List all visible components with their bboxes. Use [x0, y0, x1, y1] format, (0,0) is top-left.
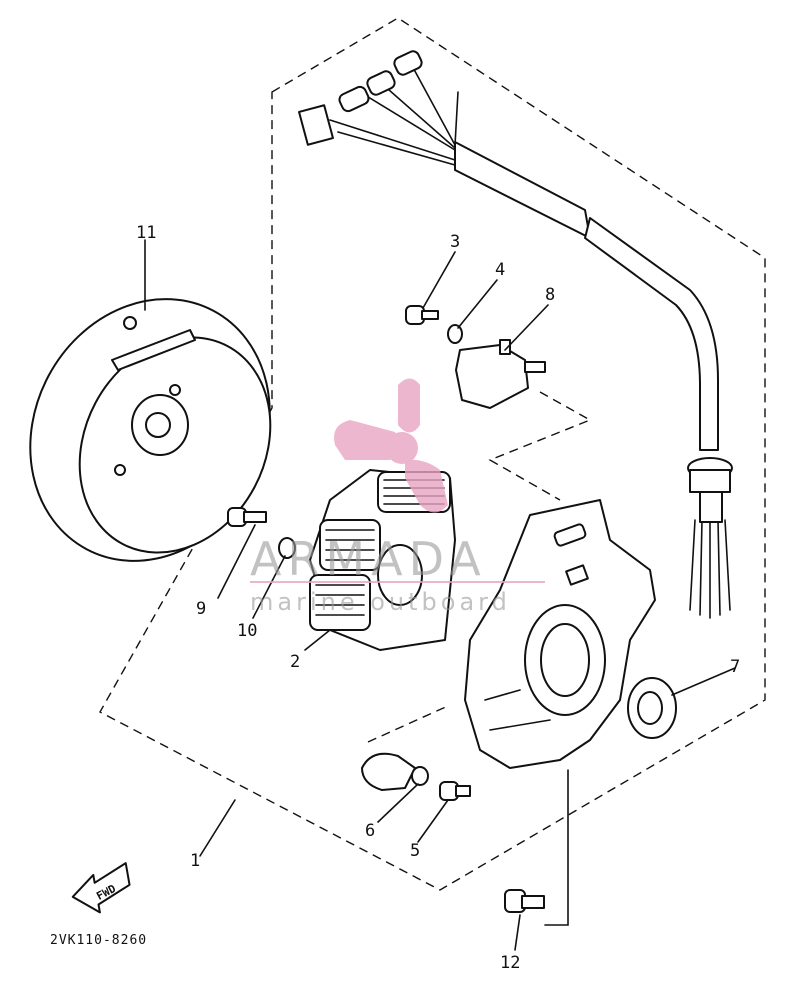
oil-seal-7 [627, 677, 677, 739]
callout-12: 12 [500, 953, 520, 973]
screw-3 [405, 305, 439, 325]
diagram-code: 2VK110-8260 [50, 933, 147, 948]
switch-link-dash [488, 391, 592, 501]
callout-5: 5 [410, 841, 420, 861]
callout-4: 4 [495, 260, 505, 280]
callout-2: 2 [290, 652, 300, 672]
watermark-brand: ARMADA [250, 532, 487, 586]
clamp-link-dash [367, 704, 451, 743]
watermark-logo-icon [334, 378, 448, 513]
flywheel-rotor [29, 298, 272, 562]
callout-10: 10 [237, 621, 257, 641]
callout-8: 8 [545, 285, 555, 305]
neutral-switch-8 [455, 339, 546, 409]
screw-5 [439, 781, 471, 801]
callout-11: 11 [136, 223, 156, 243]
fwd-arrow-icon: FWD [71, 862, 131, 914]
watermark-tagline: marine outboard [250, 588, 511, 616]
callout-3: 3 [450, 232, 460, 252]
stator-plate [464, 499, 656, 769]
watermark: ARMADA marine outboard [250, 378, 545, 616]
callout-7: 7 [730, 657, 740, 677]
screw-9 [227, 507, 267, 527]
callout-1: 1 [190, 851, 200, 871]
washer-4 [447, 324, 463, 344]
leader-lines [144, 239, 736, 951]
screw-12 [504, 889, 545, 913]
wire-harness [298, 50, 733, 619]
wire-clamp-6 [361, 752, 429, 791]
callout-6: 6 [365, 821, 375, 841]
callout-9: 9 [196, 599, 206, 619]
washer-10 [278, 537, 296, 559]
